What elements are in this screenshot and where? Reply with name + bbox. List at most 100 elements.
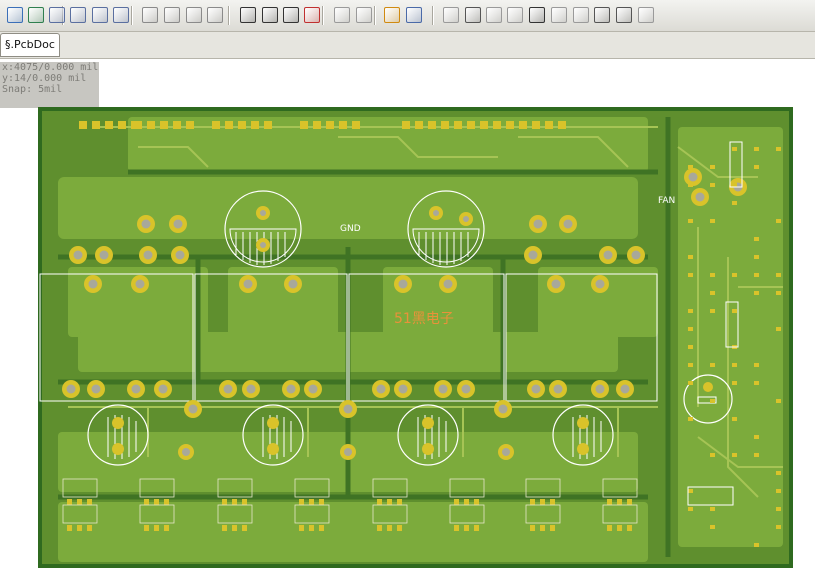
smd-pad — [754, 237, 759, 241]
header-pin — [532, 121, 540, 129]
smd-pad — [776, 489, 781, 493]
smd-pad — [688, 183, 693, 187]
layers-button[interactable] — [5, 5, 25, 25]
header-pin — [186, 121, 194, 129]
header-pin — [225, 121, 233, 129]
place-arc-button[interactable] — [527, 5, 547, 25]
clear-selection-button[interactable] — [302, 5, 322, 25]
smd-pad — [754, 255, 759, 259]
copy-button[interactable] — [162, 5, 182, 25]
undo-button[interactable] — [332, 5, 352, 25]
smd-pad — [627, 499, 632, 505]
coordinate-readout: x:4075/0.000 mil y:14/0.000 mil Snap: 5m… — [0, 62, 99, 108]
tab-pcb-document[interactable]: §.PcbDoc — [0, 33, 60, 57]
rubber-stamp-button[interactable] — [205, 5, 225, 25]
zoom-filtered-icon — [113, 7, 129, 23]
smd-pad — [776, 399, 781, 403]
place-point-button[interactable] — [505, 5, 525, 25]
power-pad — [394, 275, 412, 293]
move-button[interactable] — [260, 5, 280, 25]
smd-pad — [67, 499, 72, 505]
power-pad — [169, 215, 187, 233]
place-component-button[interactable] — [614, 5, 634, 25]
smd-pad — [377, 525, 382, 531]
smd-pad — [232, 525, 237, 531]
toolbar-separator — [432, 6, 434, 25]
cut-icon — [142, 7, 158, 23]
array-paste-button[interactable] — [636, 5, 656, 25]
place-via-button[interactable] — [484, 5, 504, 25]
board-3d-button[interactable] — [26, 5, 46, 25]
move-icon — [262, 7, 278, 23]
header-pin — [441, 121, 449, 129]
smd-pad — [144, 499, 149, 505]
select-area-button[interactable] — [238, 5, 258, 25]
smd-pad — [319, 525, 324, 531]
smd-pad — [164, 499, 169, 505]
smd-pad — [710, 399, 715, 403]
smd-pad — [688, 327, 693, 331]
fan-label: FAN — [658, 196, 675, 206]
smd-pad — [732, 381, 737, 385]
main-toolbar — [0, 0, 815, 32]
document-tab-bar: §.PcbDoc — [0, 32, 815, 59]
redo-button[interactable] — [354, 5, 374, 25]
power-pad — [304, 380, 322, 398]
smd-pad — [77, 525, 82, 531]
zoom-filtered-button[interactable] — [111, 5, 131, 25]
power-pad — [549, 380, 567, 398]
paste-button[interactable] — [184, 5, 204, 25]
power-pad — [239, 275, 257, 293]
power-pad — [599, 246, 617, 264]
watermark-label: 51黑电子 — [394, 311, 454, 327]
smd-pad — [530, 525, 535, 531]
zoom-area-icon — [70, 7, 86, 23]
smd-pad — [688, 417, 693, 421]
place-pad-button[interactable] — [463, 5, 483, 25]
interactive-route-button[interactable] — [441, 5, 461, 25]
place-string-button[interactable] — [592, 5, 612, 25]
power-pad — [242, 380, 260, 398]
header-pin — [339, 121, 347, 129]
header-pin — [402, 121, 410, 129]
power-pad — [547, 275, 565, 293]
smd-pad — [710, 507, 715, 511]
header-pin — [264, 121, 272, 129]
power-pad — [439, 275, 457, 293]
smd-pad — [222, 499, 227, 505]
header-pin — [134, 121, 142, 129]
highlight-button[interactable] — [382, 5, 402, 25]
header-pin — [300, 121, 308, 129]
power-pad — [394, 380, 412, 398]
layers-icon — [7, 7, 23, 23]
header-pin — [415, 121, 423, 129]
smd-pad — [732, 183, 737, 187]
power-pad — [591, 380, 609, 398]
header-pin — [480, 121, 488, 129]
place-fill-icon — [551, 7, 567, 23]
smd-pad — [540, 499, 545, 505]
pcb-board-canvas[interactable]: GND FAN 51黑电子 — [38, 107, 793, 568]
place-fill-button[interactable] — [549, 5, 569, 25]
zoom-fit-button[interactable] — [47, 5, 67, 25]
zoom-selected-button[interactable] — [90, 5, 110, 25]
header-pin — [467, 121, 475, 129]
interactive-route-icon — [443, 7, 459, 23]
via-pad — [498, 444, 514, 460]
smd-pad — [232, 499, 237, 505]
component-button[interactable] — [404, 5, 424, 25]
power-pad — [494, 400, 512, 418]
cut-button[interactable] — [140, 5, 160, 25]
undo-icon — [334, 7, 350, 23]
power-pad — [87, 380, 105, 398]
power-pad — [591, 275, 609, 293]
pcb-board[interactable]: GND FAN 51黑电子 — [38, 107, 793, 568]
smd-pad — [474, 499, 479, 505]
polygon-pour-button[interactable] — [571, 5, 591, 25]
smd-pad — [377, 499, 382, 505]
smd-pad — [776, 327, 781, 331]
header-pin — [160, 121, 168, 129]
zoom-area-button[interactable] — [68, 5, 88, 25]
select-inside-button[interactable] — [281, 5, 301, 25]
power-pad — [171, 246, 189, 264]
